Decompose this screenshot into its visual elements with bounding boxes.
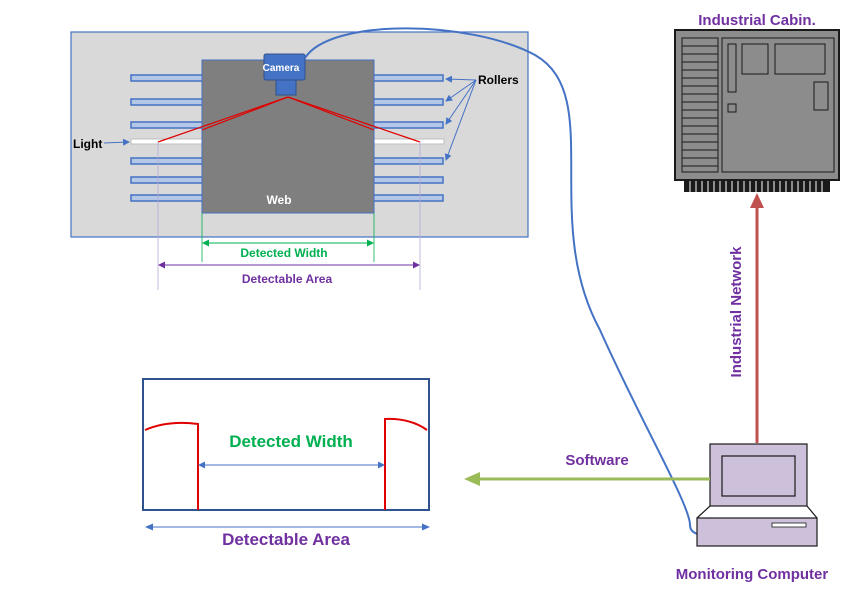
industrial-cabinet-label: Industrial Cabin. xyxy=(698,12,816,29)
camera-cable xyxy=(304,27,759,537)
rollers-label: Rollers xyxy=(478,73,519,87)
monitoring-computer-icon xyxy=(696,443,818,547)
camera-beams xyxy=(157,96,421,143)
camera-label: Camera xyxy=(263,63,300,74)
detectable-area-bottom-dimension xyxy=(145,523,430,531)
monitoring-computer-label: Monitoring Computer xyxy=(676,566,829,583)
industrial-cabinet-icon xyxy=(674,29,840,192)
rollers-pointers xyxy=(444,75,477,161)
detected-width-top-label: Detected Width xyxy=(240,246,327,260)
web-label: Web xyxy=(266,193,291,207)
light-pointer xyxy=(103,138,130,146)
inspection-panel: Camera Web xyxy=(70,31,529,238)
detectable-area-top-label: Detectable Area xyxy=(242,272,333,286)
software-label: Software xyxy=(565,452,628,469)
detectable-area-bottom-label: Detectable Area xyxy=(222,530,350,549)
camera-icon xyxy=(263,53,306,96)
industrial-network-arrow xyxy=(750,193,764,443)
software-arrow xyxy=(464,472,710,486)
detected-width-top-dimension xyxy=(201,213,375,262)
detected-width-bottom-label: Detected Width xyxy=(229,432,353,451)
detectable-area-top-dimension xyxy=(157,142,421,290)
industrial-network-label: Industrial Network xyxy=(728,246,745,378)
result-panel xyxy=(142,378,430,511)
light-label: Light xyxy=(73,137,102,151)
